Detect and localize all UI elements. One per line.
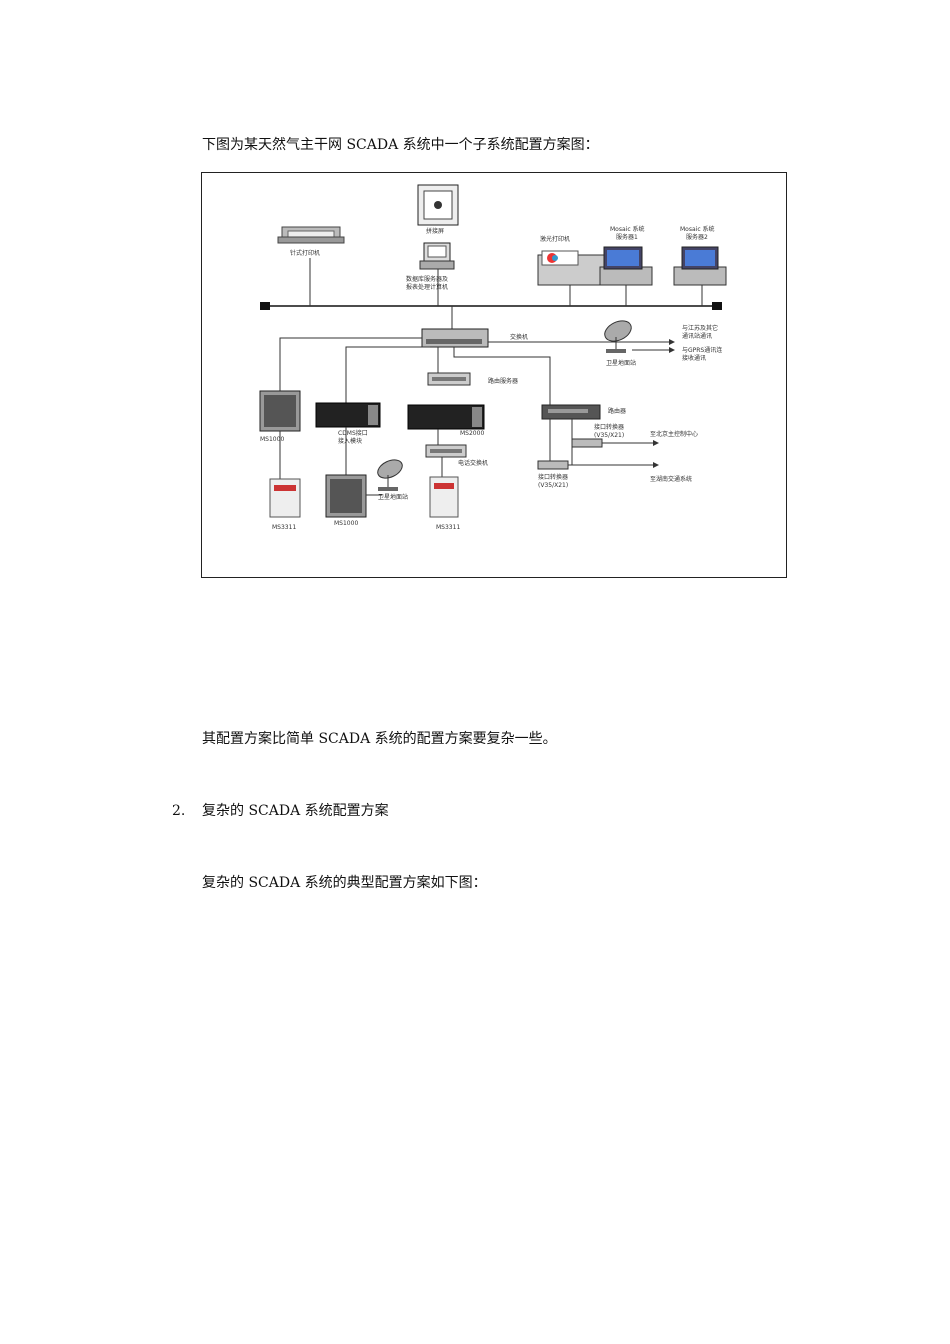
conv1-label-2: (V35/X21) <box>594 432 624 439</box>
router-label: 路由器 <box>608 407 626 415</box>
dot-printer-label: 针式打印机 <box>290 249 320 257</box>
route-server-label: 路由服务器 <box>488 377 518 385</box>
ms1000-bottom-label: MS1000 <box>334 520 358 527</box>
mosaic-server-1-icon <box>599 246 653 306</box>
laser-printer-label: 激光打印机 <box>540 235 570 243</box>
mosaic2-label-1: Mosaic 系统 <box>680 225 715 233</box>
tel-switch-label: 电话交换机 <box>458 459 488 467</box>
intro-paragraph: 下图为某天然气主干网 SCADA 系统中一个子系统配置方案图： <box>202 137 599 153</box>
laser-printer-icon <box>537 250 605 306</box>
sat-bottom-label: 卫星地面站 <box>378 493 408 501</box>
ms3311-right-label: MS3311 <box>436 524 460 531</box>
cdms-module-icon <box>315 402 381 428</box>
section-title: 复杂的 SCADA 系统配置方案 <box>202 803 389 819</box>
interface-converter-1-icon <box>571 438 603 448</box>
conv1-label-1: 接口转换器 <box>594 423 624 431</box>
note-paragraph: 其配置方案比简单 SCADA 系统的配置方案要复杂一些。 <box>202 731 557 747</box>
conv1-dest-label: 至北京主控制中心 <box>650 430 698 438</box>
cdms-label-1: CDMS接口 <box>338 429 368 437</box>
diagram-canvas: 针式打印机 拼接屏 数据库服务器及 报表处理计算机 激光打印机 <box>259 184 727 531</box>
conv2-dest-label: 至湖南交通系统 <box>650 475 692 483</box>
sat-right-note-2: 通讯站通讯 <box>682 332 712 340</box>
route-server-icon <box>427 372 471 386</box>
satellite-dish-right-icon <box>604 320 632 353</box>
ms3311-right-icon <box>429 476 459 518</box>
switch-label: 交换机 <box>510 333 528 341</box>
mosaic1-label-2: 服务器1 <box>616 233 638 241</box>
sat-right-label: 卫星地面站 <box>606 359 636 367</box>
ms1000-rack-top-icon <box>259 390 301 432</box>
telephone-switch-icon <box>425 444 467 458</box>
ms1000-top-label: MS1000 <box>260 436 284 443</box>
ms3311-left-label: MS3311 <box>272 524 296 531</box>
section-number: 2. <box>172 803 186 819</box>
mosaic2-label-2: 服务器2 <box>686 233 708 241</box>
screen-label: 拼接屏 <box>426 227 444 235</box>
dot-matrix-printer-icon <box>277 226 345 306</box>
mosaic-server-2-icon <box>673 246 727 306</box>
network-switch-icon <box>421 306 489 348</box>
ms2000-label: MS2000 <box>460 430 484 437</box>
conv2-label-2: (V35/X21) <box>538 482 568 489</box>
history-pc-label-2: 报表处理计算机 <box>406 283 448 291</box>
ms3311-left-icon <box>269 478 301 518</box>
satellite-dish-bottom-icon <box>377 459 403 491</box>
sat-right-note-3: 与GPRS通讯连 <box>682 346 722 354</box>
lead-paragraph: 复杂的 SCADA 系统的典型配置方案如下图： <box>202 875 487 891</box>
sat-right-note-4: 接收通讯 <box>682 354 706 362</box>
scada-config-diagram: 针式打印机 拼接屏 数据库服务器及 报表处理计算机 激光打印机 <box>201 172 787 578</box>
conv2-label-1: 接口转换器 <box>538 473 568 481</box>
history-pc-label-1: 数据库服务器及 <box>406 275 448 283</box>
interface-converter-2-icon <box>537 460 569 470</box>
ms1000-rack-bottom-icon <box>325 474 367 518</box>
network-bus-top <box>260 302 722 310</box>
mosaic1-label-1: Mosaic 系统 <box>610 225 645 233</box>
sat-right-note-1: 与江苏及其它 <box>682 324 718 332</box>
database-server-pc-icon <box>419 242 455 306</box>
ms2000-icon <box>407 404 485 430</box>
router-icon <box>541 404 601 420</box>
cdms-label-2: 接入模块 <box>338 437 362 445</box>
screen-wall-icon <box>417 184 459 226</box>
